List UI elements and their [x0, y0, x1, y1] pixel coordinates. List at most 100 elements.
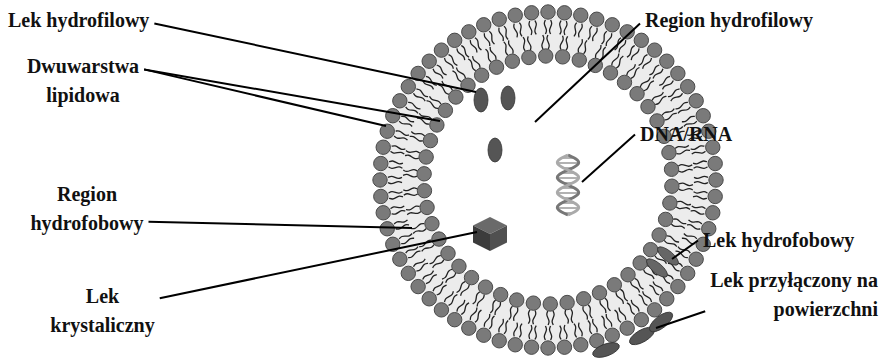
lipid-tail	[470, 40, 477, 52]
lipid-head	[492, 12, 506, 26]
lipid-head	[505, 54, 519, 68]
lipid-bilayer	[373, 5, 723, 355]
lipid-head	[671, 66, 685, 80]
lipid-tail	[403, 174, 417, 176]
lipid-head	[420, 200, 434, 214]
lipid-tail	[678, 107, 690, 114]
lipid-head	[449, 90, 463, 104]
leader-line	[582, 135, 635, 183]
lipid-tail	[550, 326, 552, 340]
lipid-tail	[533, 310, 536, 324]
lipid-head	[522, 50, 536, 64]
lipid-tail	[414, 259, 426, 267]
cube-face	[473, 226, 490, 252]
lipid-head	[411, 279, 425, 293]
lipid-head	[376, 140, 390, 154]
lipid-head	[665, 179, 679, 193]
lipid-head	[633, 256, 647, 270]
dna-strand	[557, 155, 578, 215]
lipid-tail	[514, 307, 518, 321]
leader-lines	[144, 23, 705, 328]
lipid-head	[576, 292, 590, 306]
lipid-head	[662, 145, 676, 159]
lipid-tail	[529, 21, 532, 35]
lipid-tail	[691, 211, 705, 215]
lipid-head	[447, 33, 461, 47]
lipid-tail	[616, 56, 623, 68]
lipid-tail	[410, 136, 423, 141]
lipid-tail	[682, 116, 695, 121]
lipid-tail	[433, 281, 443, 291]
lipid-head	[658, 212, 672, 226]
lipid-head	[422, 54, 436, 68]
lipid-head	[425, 216, 439, 230]
lipid-tail	[560, 36, 563, 50]
lipid-tail	[574, 23, 577, 37]
lipid-tail	[693, 161, 707, 164]
lipid-tail	[627, 64, 636, 75]
lipid-tail	[392, 211, 406, 215]
lipid-head	[419, 150, 433, 164]
lipid-head	[492, 334, 506, 348]
dna-strand	[557, 155, 578, 215]
callout-label: Lek krystaliczny	[40, 282, 165, 340]
lipid-tail	[484, 33, 489, 46]
lipid-head	[647, 43, 661, 57]
lipid-tail	[560, 21, 561, 35]
lipid-head	[634, 312, 648, 326]
lipid-tail	[643, 58, 652, 69]
lipid-tail	[579, 323, 583, 337]
lipid-tail	[394, 136, 407, 140]
lipid-tail	[484, 314, 489, 327]
crystal-drug	[473, 217, 507, 251]
lipid-tail	[442, 269, 452, 279]
lipid-tail	[401, 238, 414, 243]
lipid-tail	[509, 40, 513, 53]
lipid-tail	[416, 89, 428, 97]
lipid-tail	[396, 131, 409, 135]
lipid-head	[630, 87, 644, 101]
lipid-tail	[566, 36, 568, 50]
lipid-head	[555, 50, 569, 64]
lipid-tail	[671, 224, 684, 228]
lipid-tail	[606, 314, 611, 327]
lipid-tail	[504, 26, 508, 39]
lipid-tail	[399, 121, 412, 126]
lipid-tail	[535, 21, 536, 35]
lipid-tail	[659, 76, 670, 85]
lipid-head	[574, 338, 588, 352]
leader-line	[160, 232, 477, 298]
lipid-tail	[601, 316, 606, 329]
lipid-head	[423, 133, 437, 147]
lipid-tail	[437, 65, 447, 75]
inner-leaflet	[403, 35, 693, 325]
hydrophilic-drug	[501, 86, 515, 110]
lipid-tail	[411, 131, 424, 135]
lipid-head	[620, 321, 634, 335]
lipid-tail	[444, 58, 453, 69]
lipid-tail	[407, 212, 421, 215]
lipid-head	[441, 246, 455, 260]
lipid-tail	[394, 220, 407, 224]
lipid-tail	[631, 67, 640, 78]
lipid-tail	[528, 36, 531, 50]
lipid-tail	[676, 207, 690, 210]
lipid-tail	[547, 35, 549, 49]
lipid-head	[493, 287, 507, 301]
lipid-head	[447, 312, 461, 326]
lipid-head	[374, 156, 388, 170]
lipid-head	[643, 242, 657, 256]
lipid-head	[706, 206, 720, 220]
lipid-head	[660, 292, 674, 306]
lipid-tail	[593, 28, 597, 41]
lipid-tail	[495, 302, 500, 315]
lipid-tail	[535, 326, 536, 340]
lipid-tail	[470, 308, 477, 320]
lipid-tail	[547, 311, 549, 325]
lipid-head	[477, 328, 491, 342]
base-pair	[557, 192, 579, 194]
lipid-tail	[392, 146, 406, 150]
lipid-head	[664, 162, 678, 176]
